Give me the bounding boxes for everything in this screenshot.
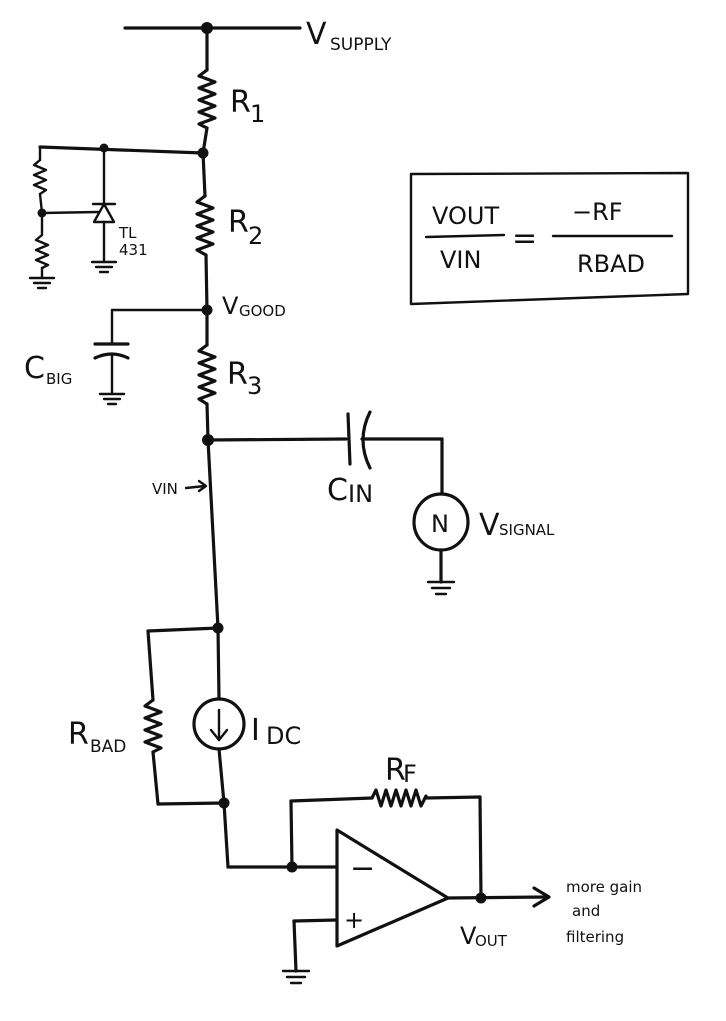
formula-box bbox=[409, 171, 690, 306]
vgood-label-sub: GOOD bbox=[239, 302, 286, 320]
vsignal-label: V bbox=[479, 508, 500, 543]
supply-label: V bbox=[306, 17, 327, 52]
rbad-label: R bbox=[68, 717, 89, 752]
opamp-plus: + bbox=[344, 906, 364, 934]
signal-source bbox=[412, 492, 470, 596]
vin-arrow bbox=[184, 479, 208, 493]
idc-label-sub: DC bbox=[266, 722, 301, 750]
vout-label-sub: OUT bbox=[475, 932, 508, 950]
tl431-device bbox=[90, 146, 118, 274]
cin-label: C bbox=[327, 473, 348, 508]
formula-denominator: VIN bbox=[440, 246, 481, 274]
resistor-rbad bbox=[143, 626, 226, 806]
r3-label-sub: 3 bbox=[247, 372, 262, 400]
r2-label-sub: 2 bbox=[248, 222, 263, 250]
cbig-label: C bbox=[24, 351, 45, 386]
opamp bbox=[335, 828, 450, 948]
r3-label: R bbox=[227, 357, 248, 392]
capacitor-cbig bbox=[93, 308, 209, 406]
supply-rail bbox=[123, 22, 302, 72]
source-symbol: N bbox=[431, 510, 449, 538]
formula-equals: = bbox=[512, 221, 537, 256]
vgood-label: V bbox=[222, 292, 239, 320]
tl431-label-line1: TL bbox=[118, 224, 137, 242]
formula-rhs-numerator: −RF bbox=[572, 198, 623, 226]
opamp-input-wire bbox=[222, 801, 339, 869]
r1-label: R bbox=[230, 85, 251, 120]
capacitor-cin bbox=[206, 410, 444, 496]
noninverting-ground bbox=[281, 918, 339, 985]
supply-label-sub: SUPPLY bbox=[330, 35, 392, 55]
vin-wire bbox=[206, 438, 220, 630]
r1-label-sub: 1 bbox=[250, 100, 265, 128]
resistor-r2 bbox=[195, 151, 215, 312]
feedback-resistor-rf bbox=[289, 788, 483, 900]
idc-label: I bbox=[251, 713, 260, 748]
vout-node bbox=[475, 892, 487, 904]
r2-label: R bbox=[228, 205, 249, 240]
tl431-branch bbox=[28, 143, 209, 290]
formula-numerator: VOUT bbox=[432, 202, 499, 230]
rf-label: R bbox=[385, 753, 406, 788]
tl431-label-line2: 431 bbox=[119, 241, 148, 259]
vout-label: V bbox=[460, 922, 477, 950]
note-line2: and bbox=[572, 902, 600, 920]
resistor-r3 bbox=[197, 308, 217, 442]
rf-label-sub: F bbox=[403, 760, 417, 788]
cin-label-sub: IN bbox=[348, 480, 373, 508]
current-source-idc bbox=[192, 626, 246, 805]
cbig-label-sub: BIG bbox=[46, 370, 72, 388]
formula-rhs-denominator: RBAD bbox=[577, 250, 645, 278]
vsignal-label-sub: SIGNAL bbox=[499, 521, 555, 539]
note-line1: more gain bbox=[566, 878, 642, 896]
note-line3: filtering bbox=[566, 928, 624, 946]
vin-node-label: VIN bbox=[152, 480, 178, 498]
resistor-r1 bbox=[197, 68, 217, 155]
rbad-label-sub: BAD bbox=[90, 737, 126, 757]
output-wire bbox=[446, 886, 551, 908]
opamp-minus: − bbox=[350, 851, 375, 886]
